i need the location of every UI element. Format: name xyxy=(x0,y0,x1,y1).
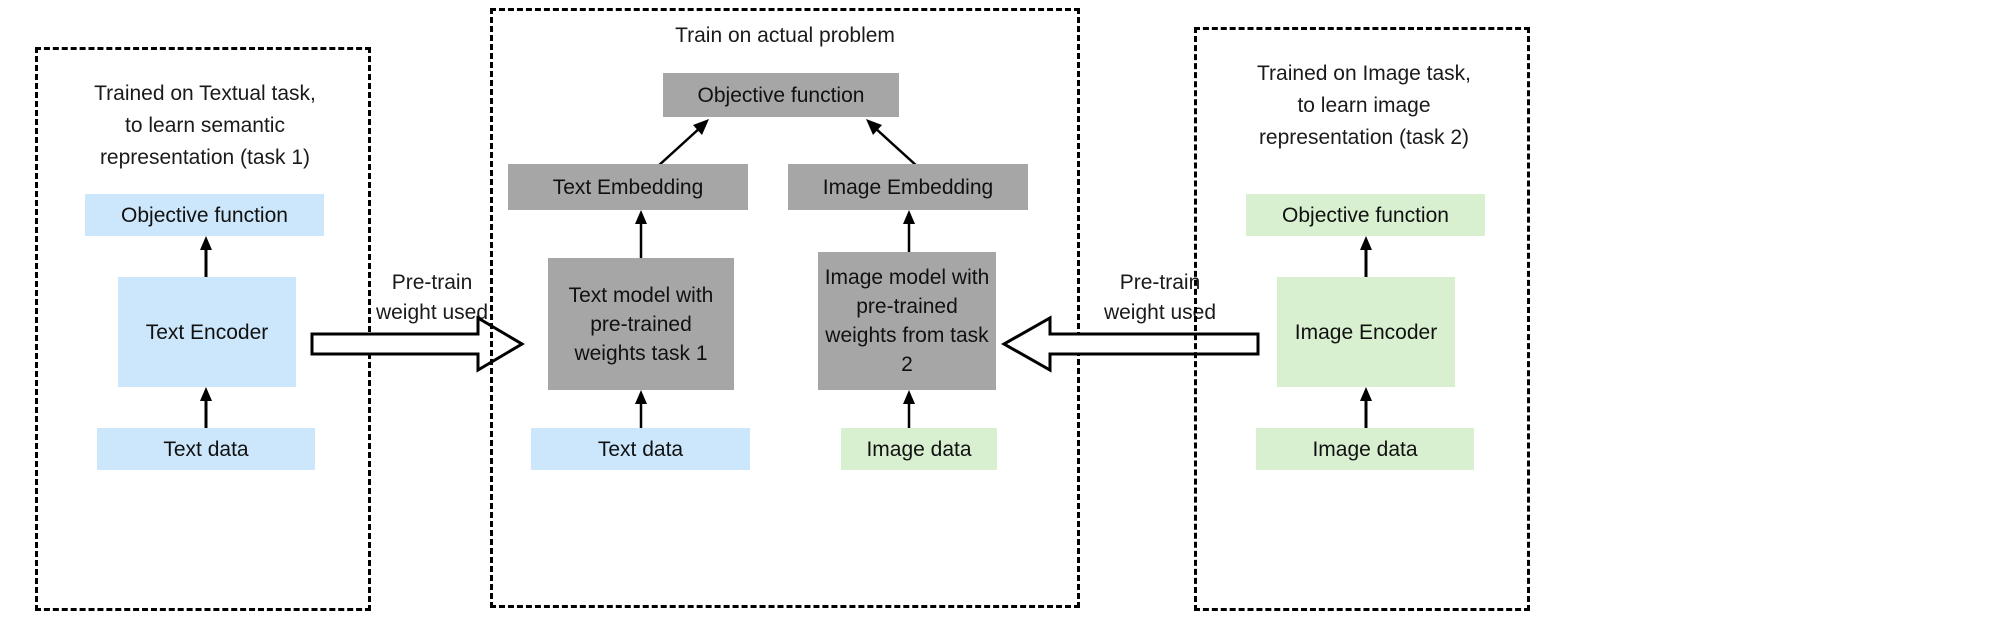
middle-image-model-box: Image model with pre-trained weights fro… xyxy=(818,252,996,390)
left-objective-function-box: Objective function xyxy=(85,194,324,236)
panel-left-title: Trained on Textual task, to learn semant… xyxy=(94,82,316,169)
panel-right-title: Trained on Image task, to learn image re… xyxy=(1257,62,1471,149)
panel-textual-pretraining xyxy=(35,47,371,611)
transfer-label-right: Pre-train weight used xyxy=(1103,271,1217,324)
middle-image-embedding-box: Image Embedding xyxy=(788,164,1028,210)
panel-middle-title: Train on actual problem xyxy=(675,24,895,47)
right-image-data-box: Image data xyxy=(1256,428,1474,470)
middle-text-model-box: Text model with pre-trained weights task… xyxy=(548,258,734,390)
right-image-encoder-box: Image Encoder xyxy=(1277,277,1455,387)
left-text-encoder-box: Text Encoder xyxy=(118,277,296,387)
middle-objective-function-box: Objective function xyxy=(663,73,899,117)
transfer-arrow-right-to-middle xyxy=(1000,315,1260,373)
transfer-arrow-left-to-middle xyxy=(310,315,525,373)
right-objective-function-box: Objective function xyxy=(1246,194,1485,236)
panel-image-pretraining xyxy=(1194,27,1530,611)
middle-text-embedding-box: Text Embedding xyxy=(508,164,748,210)
middle-text-data-box: Text data xyxy=(531,428,750,470)
left-text-data-box: Text data xyxy=(97,428,315,470)
panel-train-actual-problem xyxy=(490,8,1080,608)
middle-image-data-box: Image data xyxy=(841,428,997,470)
